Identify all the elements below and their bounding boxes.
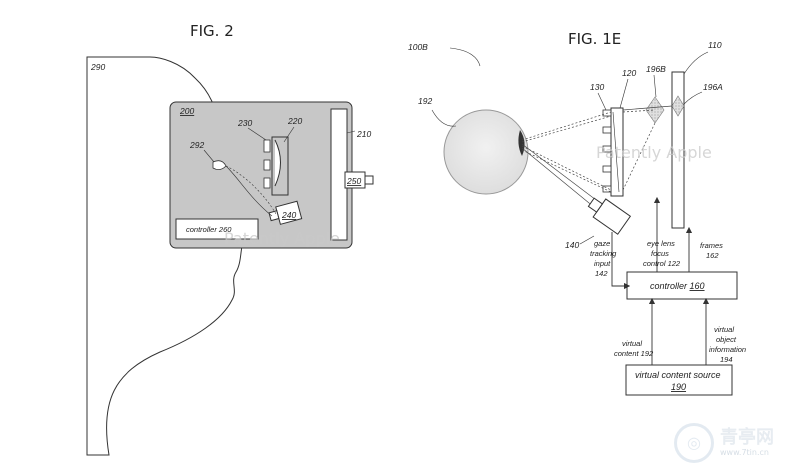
camera-140 xyxy=(587,197,632,235)
voi-l1: virtual xyxy=(714,325,734,334)
part-196b-ref: 196B xyxy=(646,64,666,74)
site-logo: ◎ 青亭网 www.7tin.cn xyxy=(674,423,792,463)
logo-name: 青亭网 xyxy=(720,427,774,448)
gaze-l4: 142 xyxy=(595,269,608,278)
lens-220 xyxy=(274,139,281,187)
voi-l3: information xyxy=(709,345,746,354)
fig1e-title: FIG. 1E xyxy=(568,30,621,48)
voi-l2: object xyxy=(716,335,737,344)
controller-160-label: controller 160 xyxy=(650,281,705,291)
system-ref: 100B xyxy=(408,42,428,52)
part-220-ref: 220 xyxy=(287,116,302,126)
frames-l1: frames xyxy=(700,241,723,250)
fig1e: FIG. 1E 100B 192 120 130 110 196A 196B xyxy=(408,30,746,396)
source-num: 190 xyxy=(671,382,686,392)
watermark-fig2: Patently Apple xyxy=(224,229,340,248)
virtual-content-source-190 xyxy=(625,364,733,396)
vc-l1: virtual xyxy=(622,339,642,348)
head-ref: 290 xyxy=(90,62,105,72)
part-196a-ref: 196A xyxy=(703,82,723,92)
watermark-fig1e: Patently Apple xyxy=(596,143,712,162)
camera-240 xyxy=(268,200,303,225)
frames-l2: 162 xyxy=(706,251,719,260)
logo-url: www.7tin.cn xyxy=(720,448,769,457)
camera-240-ref: 240 xyxy=(281,210,296,220)
controller-160 xyxy=(626,271,738,300)
lens-l1: eye lens xyxy=(647,239,675,248)
controller-260-label: controller 260 xyxy=(186,225,232,234)
device-ref: 200 xyxy=(179,106,194,116)
camera-250-ref: 250 xyxy=(346,176,361,186)
lens-l3: control 122 xyxy=(643,259,681,268)
controller-260 xyxy=(175,218,259,240)
logo-mark-icon: ◎ xyxy=(674,423,714,463)
gaze-l1: gaze xyxy=(594,239,610,248)
part-120-ref: 120 xyxy=(622,68,636,78)
source-label: virtual content source xyxy=(635,370,721,380)
gaze-l3: input xyxy=(594,259,611,268)
lens-l2: focus xyxy=(651,249,669,258)
gaze-l2: tracking xyxy=(590,249,617,258)
eye-192 xyxy=(443,109,529,195)
fig2: FIG. 2 290 200 210 250 230 220 240 xyxy=(86,22,374,456)
vc-l2: content 192 xyxy=(614,349,654,358)
display-ref: 210 xyxy=(356,129,371,139)
lens-frame xyxy=(271,136,289,196)
part-110-ref: 110 xyxy=(708,40,722,50)
voi-l4: 194 xyxy=(720,355,733,364)
part-230-ref: 230 xyxy=(237,118,252,128)
part-130-ref: 130 xyxy=(590,82,604,92)
fig2-title: FIG. 2 xyxy=(190,22,234,40)
eye-ref: 292 xyxy=(189,140,204,150)
virtual-object-196a xyxy=(671,95,685,117)
eye-192-ref: 192 xyxy=(418,96,432,106)
camera-140-ref: 140 xyxy=(565,240,579,250)
